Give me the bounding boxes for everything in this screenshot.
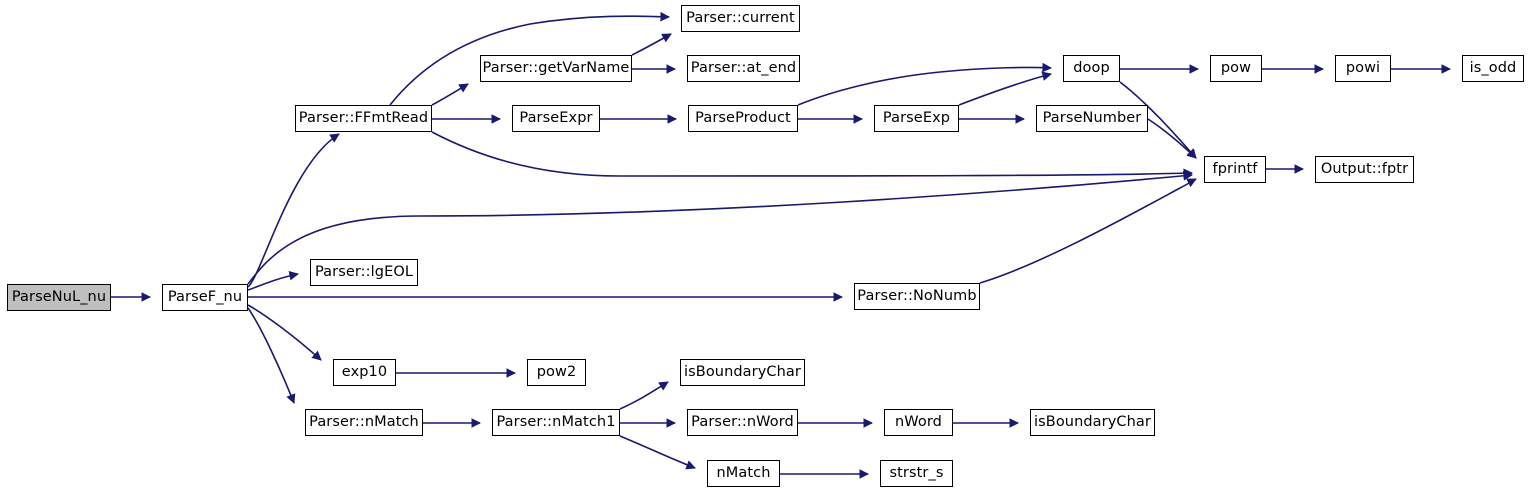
edge-ParseExp-to-doop (958, 71, 1052, 106)
edge-Parser__FFmtRead-to-Parser__getVarName (431, 83, 469, 106)
node-Parser__getVarName[interactable]: Parser::getVarName (480, 55, 632, 82)
edge-Parser__FFmtRead-to-fprintf (431, 131, 1193, 179)
edge-ParseF_nu-to-Parser__lgEOL (247, 270, 299, 291)
edge-group (111, 11, 1451, 479)
node-pow[interactable]: pow (1210, 55, 1262, 82)
node-ParseNuL_nu[interactable]: ParseNuL_nu (7, 284, 111, 311)
node-doop[interactable]: doop (1063, 55, 1120, 82)
node-nWord[interactable]: nWord (884, 409, 953, 436)
node-ParseExpr[interactable]: ParseExpr (512, 105, 600, 132)
edge-Parser__nMatch1-to-nMatch (619, 435, 696, 470)
edge-Parser__nMatch1-to-isBoundaryChar_1 (619, 381, 669, 410)
edge-ParseNumber-to-fprintf (1147, 118, 1197, 159)
node-Parser__FFmtRead[interactable]: Parser::FFmtRead (295, 105, 432, 132)
node-Parser__lgEOL[interactable]: Parser::lgEOL (310, 259, 418, 286)
node-is_odd[interactable]: is_odd (1462, 55, 1524, 82)
node-ParseProduct[interactable]: ParseProduct (688, 105, 798, 132)
node-fprintf[interactable]: fprintf (1204, 156, 1266, 183)
node-pow2[interactable]: pow2 (527, 359, 586, 386)
node-Parser__current[interactable]: Parser::current (681, 5, 800, 32)
edge-ParseProduct-to-doop (797, 62, 1052, 106)
node-Parser__nMatch1[interactable]: Parser::nMatch1 (492, 409, 620, 436)
edge-Parser__getVarName-to-Parser__current (631, 33, 672, 56)
node-powi[interactable]: powi (1335, 55, 1391, 82)
node-strstr_s[interactable]: strstr_s (880, 460, 953, 487)
node-exp10[interactable]: exp10 (333, 359, 396, 386)
node-ParseExp[interactable]: ParseExp (874, 105, 959, 132)
node-ParseF_nu[interactable]: ParseF_nu (162, 284, 248, 311)
node-nMatch[interactable]: nMatch (707, 460, 780, 487)
node-Parser__at_end[interactable]: Parser::at_end (687, 55, 800, 82)
node-ParseNumber[interactable]: ParseNumber (1036, 105, 1148, 132)
node-Parser__NoNumb[interactable]: Parser::NoNumb (854, 283, 980, 310)
node-isBoundaryChar_1[interactable]: isBoundaryChar (680, 359, 805, 386)
edge-ParseF_nu-to-Parser__nMatch (247, 307, 296, 404)
node-isBoundaryChar_2[interactable]: isBoundaryChar (1030, 409, 1155, 436)
node-Parser__nMatch[interactable]: Parser::nMatch (305, 409, 423, 436)
node-Output__fptr[interactable]: Output::fptr (1315, 156, 1414, 183)
edge-Parser__NoNumb-to-fprintf (979, 178, 1197, 284)
node-Parser__nWord[interactable]: Parser::nWord (687, 409, 798, 436)
edge-ParseF_nu-to-exp10 (247, 304, 322, 361)
